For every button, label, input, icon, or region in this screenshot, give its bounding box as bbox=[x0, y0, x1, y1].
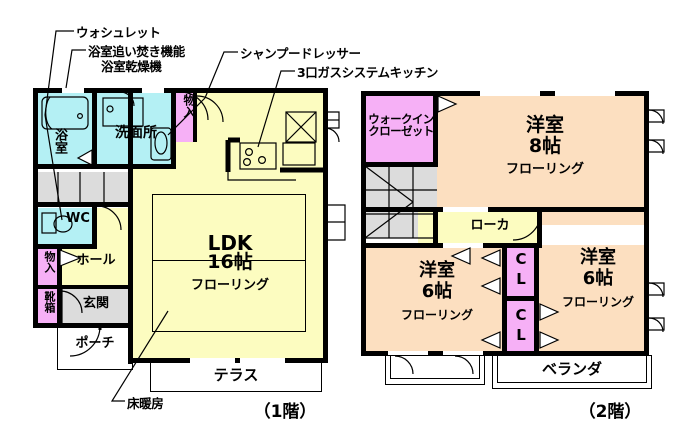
window-1f-washroom bbox=[142, 88, 164, 93]
annotation-bath-dryer: 浴室乾燥機 bbox=[101, 59, 162, 74]
wall-wc-bottom bbox=[33, 244, 97, 249]
label-corridor: ローカ bbox=[470, 218, 510, 233]
label-closet1: C L bbox=[515, 250, 527, 289]
label-bath: 浴室 bbox=[52, 128, 67, 154]
window-2f-east-d bbox=[649, 317, 665, 331]
window-2f-east-a bbox=[649, 109, 665, 123]
wall-2f-left bbox=[361, 91, 366, 355]
window-1f-bath bbox=[62, 88, 84, 93]
wall-1f-right bbox=[323, 88, 328, 363]
label-porch: ポーチ bbox=[75, 336, 115, 351]
annotation-floor-heating: 床暖房 bbox=[127, 396, 164, 411]
room-closet1-fill bbox=[506, 245, 536, 297]
room-wc-corner-fill bbox=[96, 208, 130, 246]
label-ldk-sub: フローリング bbox=[190, 278, 269, 293]
wall-2f-right bbox=[644, 91, 649, 355]
wall-genkan-top bbox=[57, 285, 133, 289]
window-1f-ldk-south-a bbox=[190, 358, 235, 363]
label-western6b-size: 6帖 bbox=[582, 268, 614, 289]
label-western8-size: 8帖 bbox=[528, 135, 562, 157]
label-western6a-sub: フローリング bbox=[400, 308, 473, 322]
wall-ldk-left bbox=[128, 92, 133, 364]
room-kitchen-fill bbox=[185, 92, 325, 187]
room-closet2-fill bbox=[506, 301, 536, 355]
label-veranda: ベランダ bbox=[541, 360, 602, 378]
room-storage2-fill bbox=[36, 249, 58, 286]
ldk-inner-divider bbox=[152, 260, 306, 261]
window-2f-north-a bbox=[480, 91, 540, 96]
label-western6a-size: 6帖 bbox=[421, 281, 453, 302]
room-shoebox-fill bbox=[36, 289, 58, 326]
label-shoebox: 靴箱 bbox=[43, 291, 56, 313]
label-storage1: 物入 bbox=[182, 94, 196, 118]
label-western6a-name: 洋室 bbox=[419, 260, 455, 281]
room-wic-fill bbox=[365, 95, 437, 163]
wall-wic-right bbox=[433, 91, 438, 166]
window-2f-south-a bbox=[388, 351, 428, 356]
wall-storage-divider bbox=[33, 285, 62, 289]
wall-1f-left-lower bbox=[33, 323, 133, 328]
label-washroom: 洗面所 bbox=[115, 125, 157, 141]
label-hall: ホール bbox=[76, 253, 116, 268]
annotation-bath-reheat: 浴室追い焚き機能 bbox=[88, 44, 185, 59]
wall-wc-right bbox=[92, 206, 97, 248]
label-closet2: C L bbox=[515, 306, 527, 345]
wall-closet-divider bbox=[502, 296, 539, 301]
wall-stairs2-right bbox=[433, 207, 438, 248]
window-2f-corridor-top bbox=[443, 207, 488, 212]
label-wic: ウォークイン クローゼット bbox=[368, 112, 434, 138]
wall-1f-left-a bbox=[33, 88, 38, 328]
window-2f-corridor-bottom bbox=[443, 243, 483, 248]
annotation-washlet: ウォシュレット bbox=[76, 25, 161, 40]
label-western8-sub: フローリング bbox=[505, 162, 584, 177]
label-genkan: 玄関 bbox=[82, 296, 109, 311]
wall-wic-bottom bbox=[361, 162, 438, 167]
label-wc: WC bbox=[66, 211, 90, 226]
label-ldk-size: 16帖 bbox=[207, 251, 253, 273]
balcony-west-inner bbox=[390, 355, 480, 379]
window-2f-south-b bbox=[443, 351, 483, 356]
floor2-caption: （2階） bbox=[578, 402, 642, 422]
annotation-gas-kitchen: 3口ガスシステムキッチン bbox=[297, 65, 439, 80]
veranda-inner bbox=[497, 355, 647, 383]
label-ldk-name: LDK bbox=[207, 231, 253, 255]
label-storage2: 物入 bbox=[43, 251, 56, 273]
wall-western6b-left-upper bbox=[534, 243, 539, 248]
stairs-1f-fill bbox=[36, 172, 130, 204]
label-western6b-name: 洋室 bbox=[580, 247, 616, 268]
wall-stairs-bottom bbox=[33, 202, 133, 207]
window-2f-east-c bbox=[649, 282, 665, 296]
wall-western8-bottom bbox=[361, 207, 649, 212]
window-1f-ldk-south-b bbox=[240, 358, 285, 363]
leader-bath-reheat bbox=[65, 49, 86, 89]
ldk-inner-outline bbox=[152, 194, 306, 332]
annotation-shampoo-dresser: シャンプードレッサー bbox=[240, 46, 361, 61]
wall-washroom-bottom bbox=[33, 164, 176, 169]
wall-bath-washroom bbox=[92, 92, 97, 168]
label-western8-name: 洋室 bbox=[525, 114, 564, 136]
window-2f-north-b bbox=[555, 91, 615, 96]
ldk-bay-window bbox=[325, 204, 346, 241]
label-terrace: テラス bbox=[213, 366, 259, 384]
window-2f-east-b bbox=[649, 139, 665, 153]
floor1-caption: （1階） bbox=[253, 402, 317, 422]
label-western6b-sub: フローリング bbox=[561, 295, 634, 309]
